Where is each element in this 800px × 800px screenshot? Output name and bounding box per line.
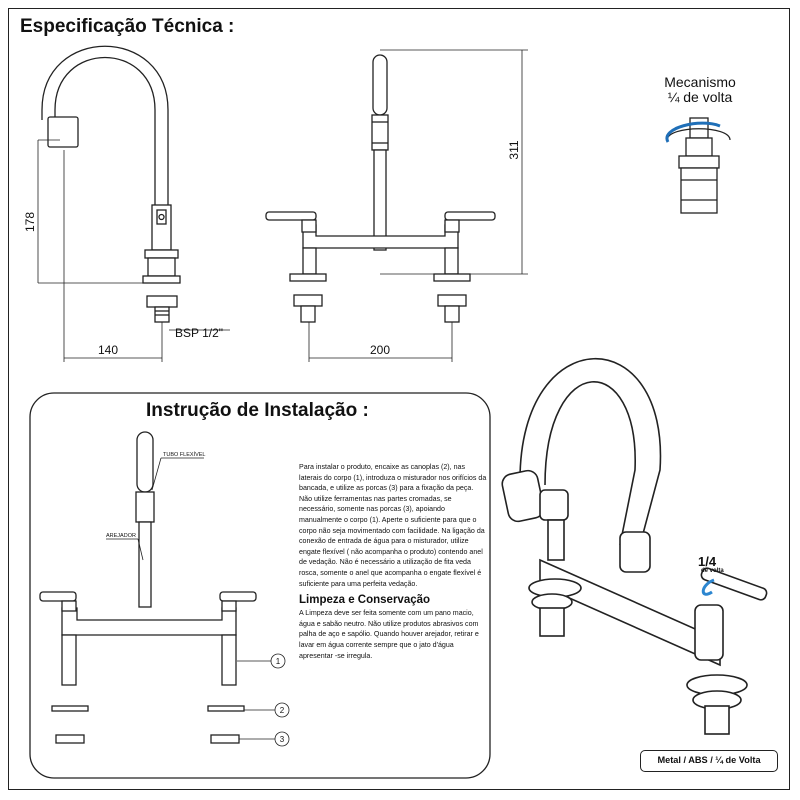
- quarter-turn-arrow-icon: [701, 578, 715, 596]
- callout-3: 3: [280, 735, 285, 744]
- side-dimensions: [37, 139, 230, 362]
- spec-title: Especificação Técnica :: [20, 16, 235, 37]
- page-frame: [8, 8, 790, 790]
- cleaning-paragraph: A Limpeza deve ser feita somente com um …: [299, 609, 479, 660]
- dim-thread: BSP 1/2": [175, 326, 223, 340]
- label-flexible-tube: TUBO FLEXÍVEL: [163, 451, 206, 458]
- front-dimensions: [308, 49, 528, 362]
- callout-1: 1: [276, 657, 281, 666]
- mechanism-line2: ¼ de volta: [667, 89, 733, 105]
- instruction-faucet: [39, 431, 257, 744]
- install-paragraph: Para instalar o produto, encaixe as cano…: [299, 463, 487, 588]
- quarter-turn-label: 1/4: [698, 554, 717, 569]
- mechanism-line1: Mecanismo: [664, 74, 736, 90]
- callout-2: 2: [280, 706, 285, 715]
- product-illustration: [501, 357, 768, 735]
- instruction-panel: [29, 392, 491, 779]
- mechanism-cartridge: [666, 117, 731, 214]
- material-badge: Metal / ABS / ¼ de Volta: [640, 750, 778, 772]
- dim-311: 311: [507, 140, 521, 159]
- instruction-leaders: [106, 457, 290, 747]
- quarter-turn-sub: de volta: [701, 568, 724, 574]
- mechanism-caption: Mecanismo ¼ de volta: [640, 75, 760, 105]
- side-view-faucet: [41, 45, 181, 323]
- cleaning-title: Limpeza e Conservação: [299, 594, 431, 607]
- front-view-faucet: [265, 54, 496, 323]
- dim-140: 140: [98, 343, 118, 357]
- install-text-block: Para instalar o produto, encaixe as cano…: [299, 462, 487, 661]
- install-title: Instrução de Instalação :: [146, 400, 369, 421]
- dim-178: 178: [23, 212, 37, 232]
- rotation-arrow-icon: [665, 121, 721, 143]
- dim-200: 200: [370, 343, 390, 357]
- label-aerator: AREJADOR: [106, 533, 136, 539]
